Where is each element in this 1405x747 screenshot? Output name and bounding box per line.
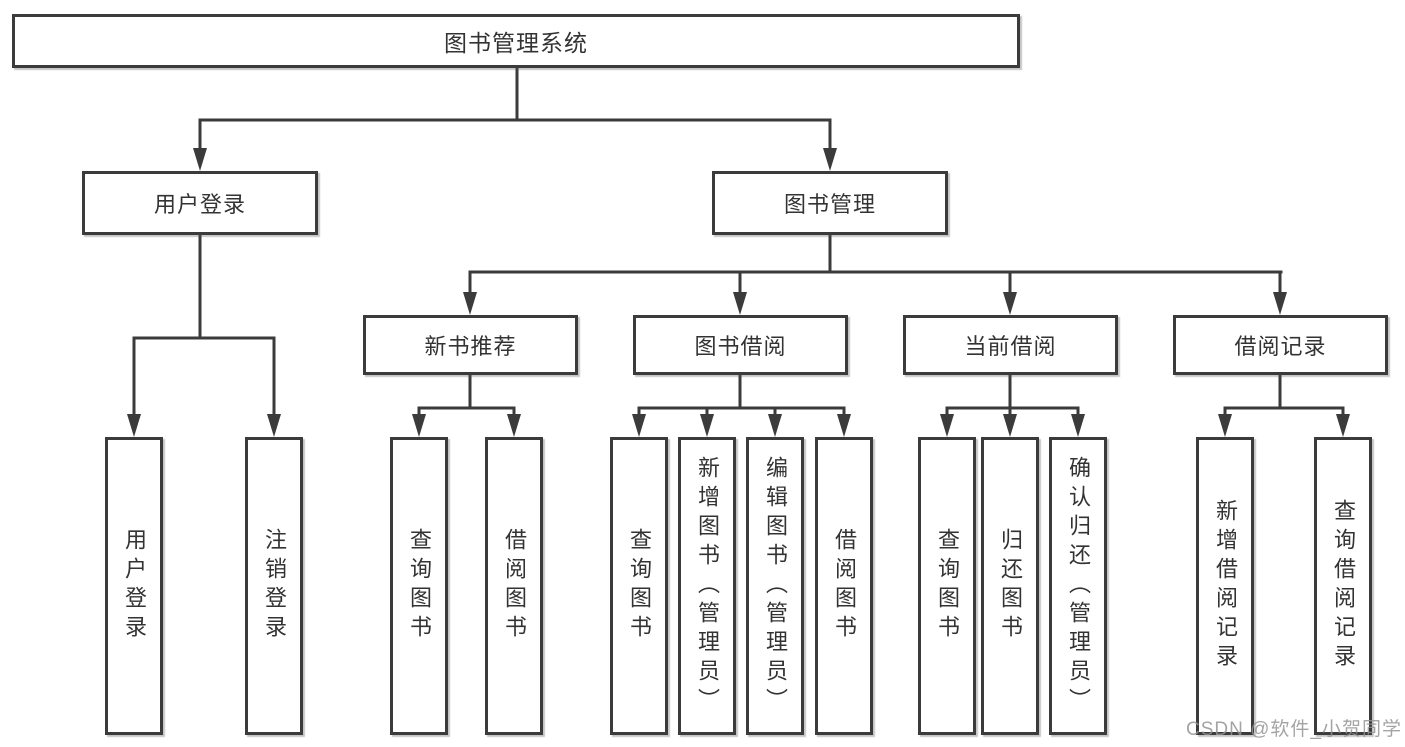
node-label: 新增图书（管理员）: [695, 455, 720, 717]
node-book-borrowing: 图书借阅: [633, 315, 848, 375]
node-label: 图书管理: [783, 192, 876, 217]
connector-new-books-to-leaves: [412, 375, 521, 437]
connector-user-login-to-leaves: [127, 235, 281, 437]
node-label: 新增借阅记录: [1213, 499, 1238, 673]
leaf-current-confirm-return-admin: 确认归还（管理员）: [1049, 437, 1107, 735]
node-label: 借阅图书: [502, 528, 527, 644]
node-label: 编辑图书（管理员）: [763, 455, 788, 717]
node-label: 注销登录: [262, 528, 287, 644]
connector-book-borrow-to-leaves: [632, 375, 851, 437]
node-borrowing-records: 借阅记录: [1173, 315, 1388, 375]
leaf-newbooks-borrow-books: 借阅图书: [485, 437, 543, 735]
node-current-borrowing: 当前借阅: [903, 315, 1118, 375]
node-library-management-system: 图书管理系统: [12, 14, 1020, 68]
node-label: 借阅图书: [832, 528, 857, 644]
leaf-current-return-books: 归还图书: [981, 437, 1039, 735]
leaf-borrow-edit-books-admin: 编辑图书（管理员）: [746, 437, 804, 735]
leaf-records-query-record: 查询借阅记录: [1314, 437, 1372, 735]
node-label: 图书管理系统: [444, 30, 588, 56]
node-label: 查询借阅记录: [1331, 499, 1356, 673]
connector-current-borrow-to-leaves: [940, 375, 1085, 437]
node-book-management: 图书管理: [712, 171, 948, 235]
leaf-current-query-books: 查询图书: [918, 437, 976, 735]
node-label: 用户登录: [153, 192, 246, 217]
connector-root-to-level2: [193, 68, 837, 171]
connector-book-mgmt-to-level3: [463, 235, 1287, 315]
connector-borrow-records-to-leaves: [1218, 375, 1350, 437]
node-label: 查询图书: [407, 528, 432, 644]
node-label: 查询图书: [935, 528, 960, 644]
leaf-records-add-record: 新增借阅记录: [1196, 437, 1254, 735]
leaf-borrow-borrow-books: 借阅图书: [815, 437, 873, 735]
csdn-watermark: CSDN @软件_小贺同学: [1186, 719, 1402, 740]
node-label: 新书推荐: [424, 334, 517, 359]
node-label: 图书借阅: [694, 334, 787, 359]
leaf-borrow-query-books: 查询图书: [610, 437, 668, 735]
node-label: 用户登录: [122, 528, 147, 644]
leaf-newbooks-query-books: 查询图书: [390, 437, 448, 735]
node-label: 查询图书: [627, 528, 652, 644]
node-label: 借阅记录: [1234, 334, 1327, 359]
node-label: 当前借阅: [964, 334, 1057, 359]
node-label: 归还图书: [998, 528, 1023, 644]
node-user-login: 用户登录: [82, 171, 318, 235]
leaf-borrow-add-books-admin: 新增图书（管理员）: [678, 437, 736, 735]
node-label: 确认归还（管理员）: [1066, 455, 1091, 717]
node-new-book-recommend: 新书推荐: [363, 315, 578, 375]
leaf-user-login: 用户登录: [105, 437, 163, 735]
leaf-logout: 注销登录: [245, 437, 303, 735]
